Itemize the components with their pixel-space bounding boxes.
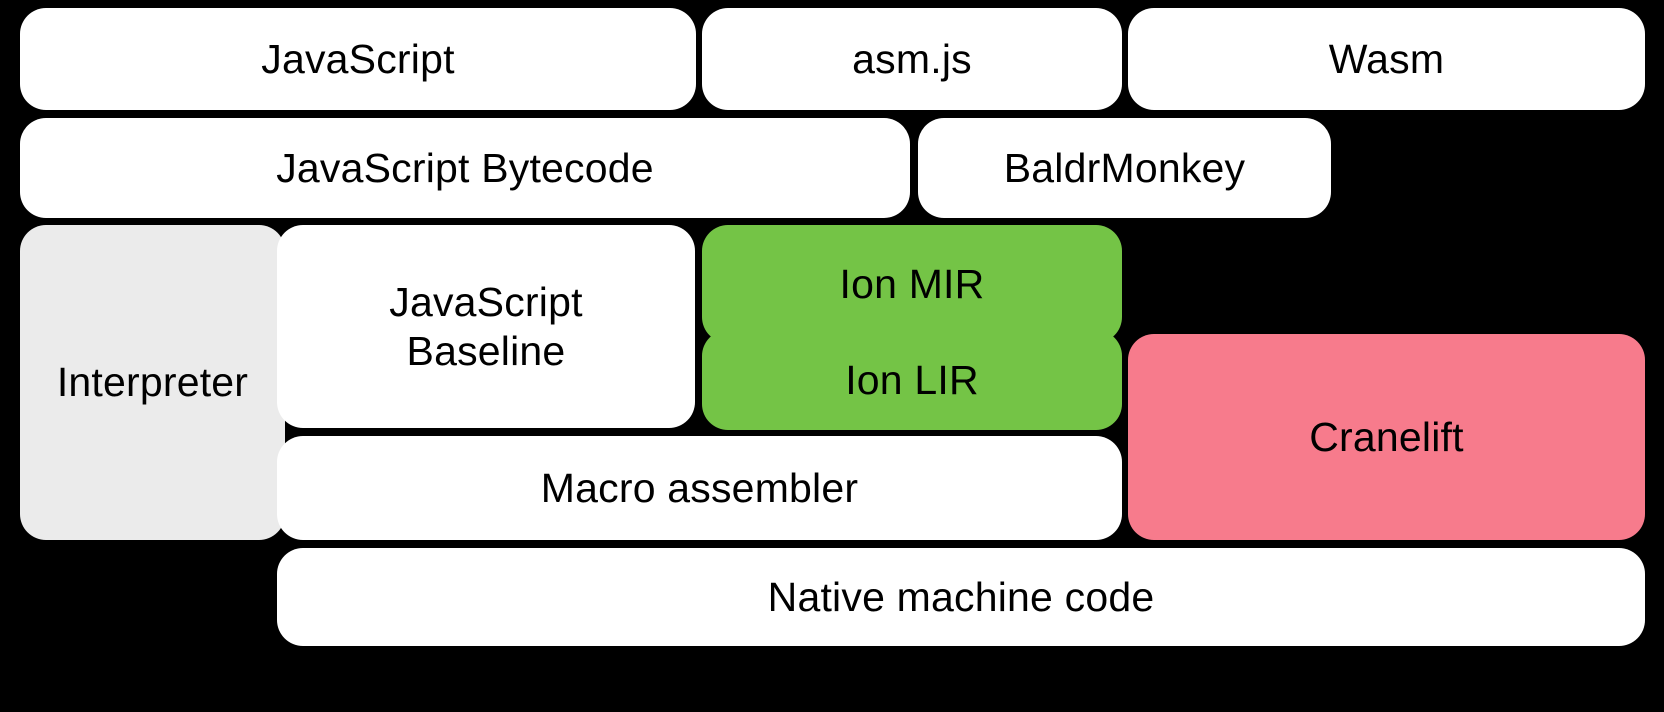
node-native-machine-code[interactable]: Native machine code — [277, 548, 1645, 646]
node-javascript[interactable]: JavaScript — [20, 8, 696, 110]
node-interpreter[interactable]: Interpreter — [20, 225, 285, 540]
node-ion-lir[interactable]: Ion LIR — [702, 330, 1122, 430]
node-javascript-bytecode[interactable]: JavaScript Bytecode — [20, 118, 910, 218]
node-baldrmonkey[interactable]: BaldrMonkey — [918, 118, 1331, 218]
node-wasm[interactable]: Wasm — [1128, 8, 1645, 110]
node-cranelift[interactable]: Cranelift — [1128, 334, 1645, 540]
node-ion-mir[interactable]: Ion MIR — [702, 225, 1122, 343]
node-macro-assembler[interactable]: Macro assembler — [277, 436, 1122, 540]
node-asm-js[interactable]: asm.js — [702, 8, 1122, 110]
node-javascript-baseline[interactable]: JavaScript Baseline — [277, 225, 695, 428]
